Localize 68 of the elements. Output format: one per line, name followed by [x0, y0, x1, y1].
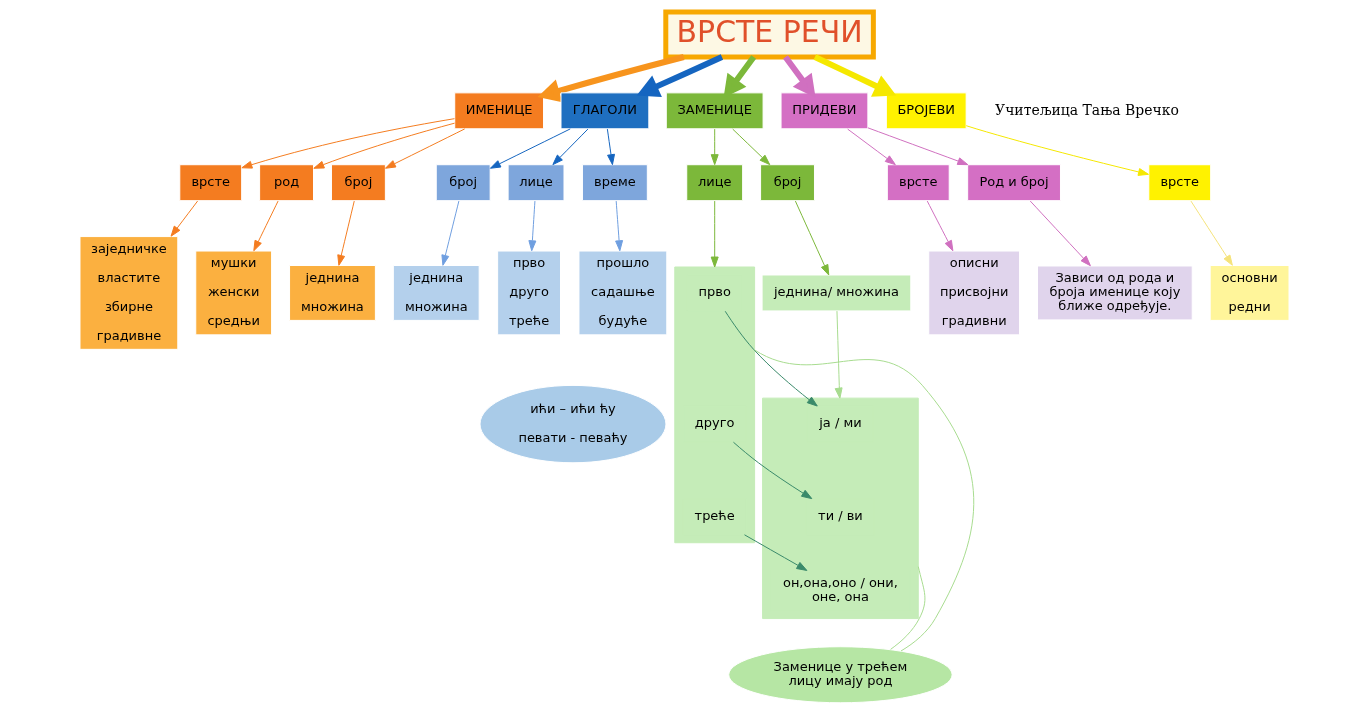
node-box: једнина множина	[392, 265, 480, 321]
node-box: БРОЈЕВИ	[885, 92, 967, 130]
node-box: ИМЕНИЦЕ	[454, 92, 545, 130]
node-text: ти / ви	[818, 508, 863, 524]
connector	[754, 349, 975, 652]
node-box: Зависи од рода и броја именице коју ближе одређује.	[1037, 265, 1193, 321]
node-box: прво друго треће	[497, 250, 561, 336]
arrow	[965, 125, 1149, 176]
arrow	[537, 54, 685, 103]
node-text: прво	[698, 284, 731, 300]
node-ellipse: ићи – ићи ћу певати - певаћу	[479, 384, 667, 464]
label: Учитељица Тања Вречко	[995, 101, 1179, 118]
node-box: врсте	[886, 164, 950, 202]
node-box: једнина множина	[289, 265, 376, 321]
node-box: број	[435, 164, 491, 202]
arrow	[441, 200, 460, 266]
arrow	[552, 128, 589, 166]
connector	[890, 566, 926, 650]
arrow	[1029, 200, 1091, 267]
node-box: време	[581, 164, 648, 202]
node-box: број	[760, 164, 815, 202]
node-box: мушки женски средњи	[195, 250, 273, 336]
arrow	[732, 128, 771, 166]
node-box: лице	[507, 164, 565, 202]
node-box: број	[331, 164, 386, 202]
node-box: ЗАМЕНИЦЕ	[665, 92, 764, 130]
arrow	[710, 128, 719, 166]
arrow	[732, 441, 813, 500]
node-text: ја / ми	[819, 415, 862, 431]
arrow	[615, 200, 624, 252]
arrow	[744, 534, 808, 571]
arrow	[253, 200, 279, 252]
arrow	[313, 122, 456, 169]
arrow	[241, 118, 455, 169]
arrow	[847, 128, 896, 166]
node-ellipse: Заменице у трећем лицу имају род	[728, 646, 953, 704]
arrow	[636, 54, 724, 97]
arrow	[834, 310, 843, 399]
arrow	[384, 128, 466, 169]
arrow	[1190, 200, 1233, 266]
arrow	[489, 128, 571, 169]
node-box: прошло садашње будуће	[578, 250, 668, 336]
arrow	[813, 54, 897, 97]
cluster	[674, 266, 756, 544]
node-text: треће	[694, 508, 735, 524]
node-box: лице	[686, 164, 744, 202]
arrow	[606, 128, 615, 166]
arrow	[710, 200, 719, 268]
arrow	[528, 200, 537, 252]
node-box: род	[259, 164, 314, 202]
node-box: врсте	[179, 164, 243, 202]
arrow	[926, 200, 954, 252]
arrow	[794, 200, 830, 276]
arrow	[867, 127, 969, 166]
node-box: ВРСТЕ РЕЧИ	[663, 9, 876, 60]
node-text: он,она,оно / они, оне, она	[782, 575, 898, 604]
arrow	[337, 200, 355, 266]
node-box: заједничке властите збирне градивне	[79, 236, 179, 350]
node-box: врсте	[1148, 164, 1212, 202]
node-text: друго	[694, 415, 735, 431]
node-box: основни редни	[1209, 265, 1290, 321]
node-box: једнина/ множина	[761, 274, 912, 312]
arrow	[170, 200, 199, 237]
arrow	[724, 310, 818, 407]
node-box: ГЛАГОЛИ	[560, 92, 650, 130]
node-box: описни присвојни градивни	[928, 250, 1021, 336]
node-box: ПРИДЕВИ	[780, 92, 869, 130]
node-box: Род и број	[967, 164, 1061, 202]
